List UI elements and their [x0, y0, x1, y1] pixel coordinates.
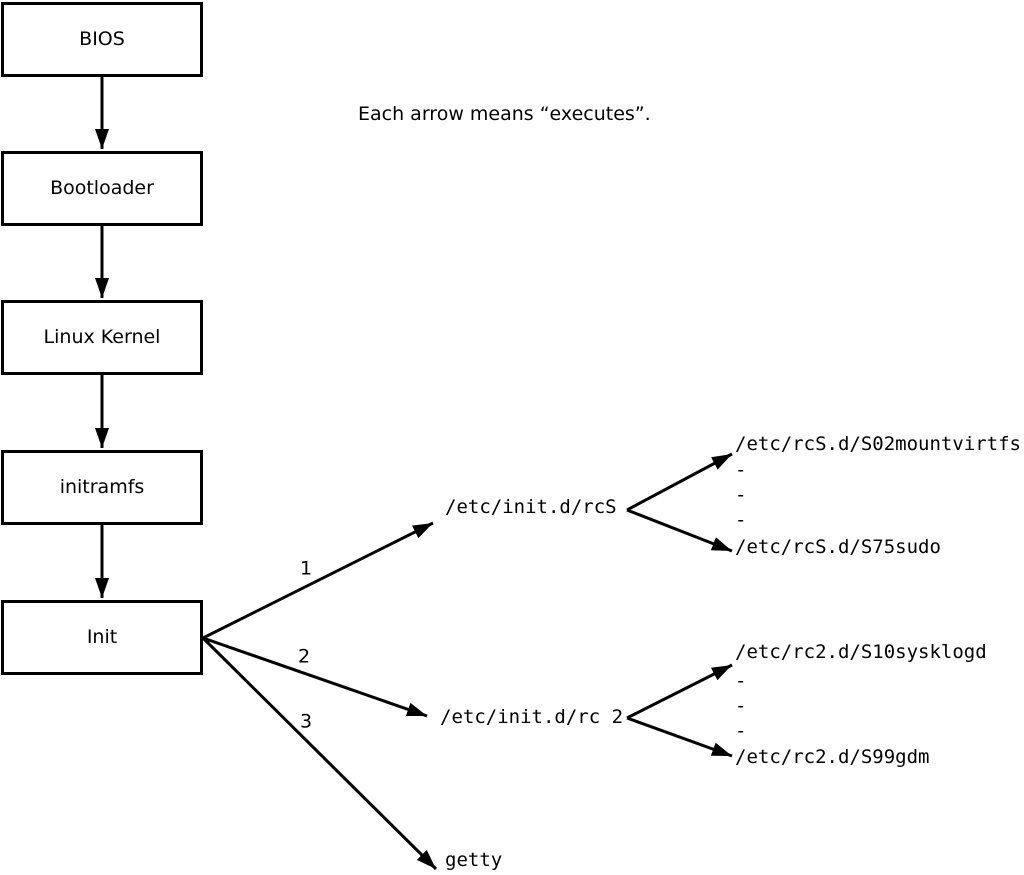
rc2-child-ellipsis-dash: - [735, 670, 747, 692]
branch-number-1: 1 [299, 557, 313, 580]
rc2-child-s10sysklogd: /etc/rc2.d/S10sysklogd [735, 641, 987, 663]
arrow-rc2-to-s10 [626, 663, 733, 720]
rc2-child-ellipsis-dash: - [735, 720, 747, 742]
branch-number-3: 3 [299, 710, 313, 733]
rcs-child-ellipsis-dash: - [735, 484, 747, 506]
flow-box-bootloader-label: Bootloader [50, 177, 154, 199]
flow-box-bios: BIOS [1, 2, 203, 77]
legend-note: Each arrow means “executes”. [358, 103, 651, 125]
arrow-rc2-to-s99 [626, 716, 733, 758]
arrow-init-to-getty [201, 636, 438, 871]
flow-box-bootloader: Bootloader [1, 151, 203, 226]
arrow-init-to-rc2 [202, 636, 428, 718]
node-etc-init-d-rc2: /etc/init.d/rc 2 [440, 706, 624, 728]
arrow-rcs-to-s75 [626, 508, 733, 553]
arrow-init-to-rcs [202, 521, 434, 640]
branch-number-2: 2 [297, 645, 311, 668]
rcs-child-s75sudo: /etc/rcS.d/S75sudo [735, 536, 941, 558]
arrow-rcs-to-s02 [626, 452, 733, 512]
flow-box-init: Init [1, 600, 203, 675]
flow-box-bios-label: BIOS [79, 28, 125, 50]
node-etc-init-d-rcs: /etc/init.d/rcS [445, 496, 617, 518]
flow-box-linux-kernel: Linux Kernel [1, 300, 203, 375]
flow-box-init-label: Init [86, 626, 118, 648]
node-getty: getty [445, 849, 503, 871]
flow-box-initramfs: initramfs [1, 450, 203, 525]
rcs-child-ellipsis-dash: - [735, 459, 747, 481]
rc2-child-s99gdm: /etc/rc2.d/S99gdm [735, 746, 930, 768]
flow-box-initramfs-label: initramfs [59, 476, 145, 498]
flow-box-linux-kernel-label: Linux Kernel [43, 326, 161, 348]
rcs-child-ellipsis-dash: - [735, 509, 747, 531]
rc2-child-ellipsis-dash: - [735, 695, 747, 717]
rcs-child-s02mountvirtfs: /etc/rcS.d/S02mountvirtfs [735, 433, 1021, 455]
